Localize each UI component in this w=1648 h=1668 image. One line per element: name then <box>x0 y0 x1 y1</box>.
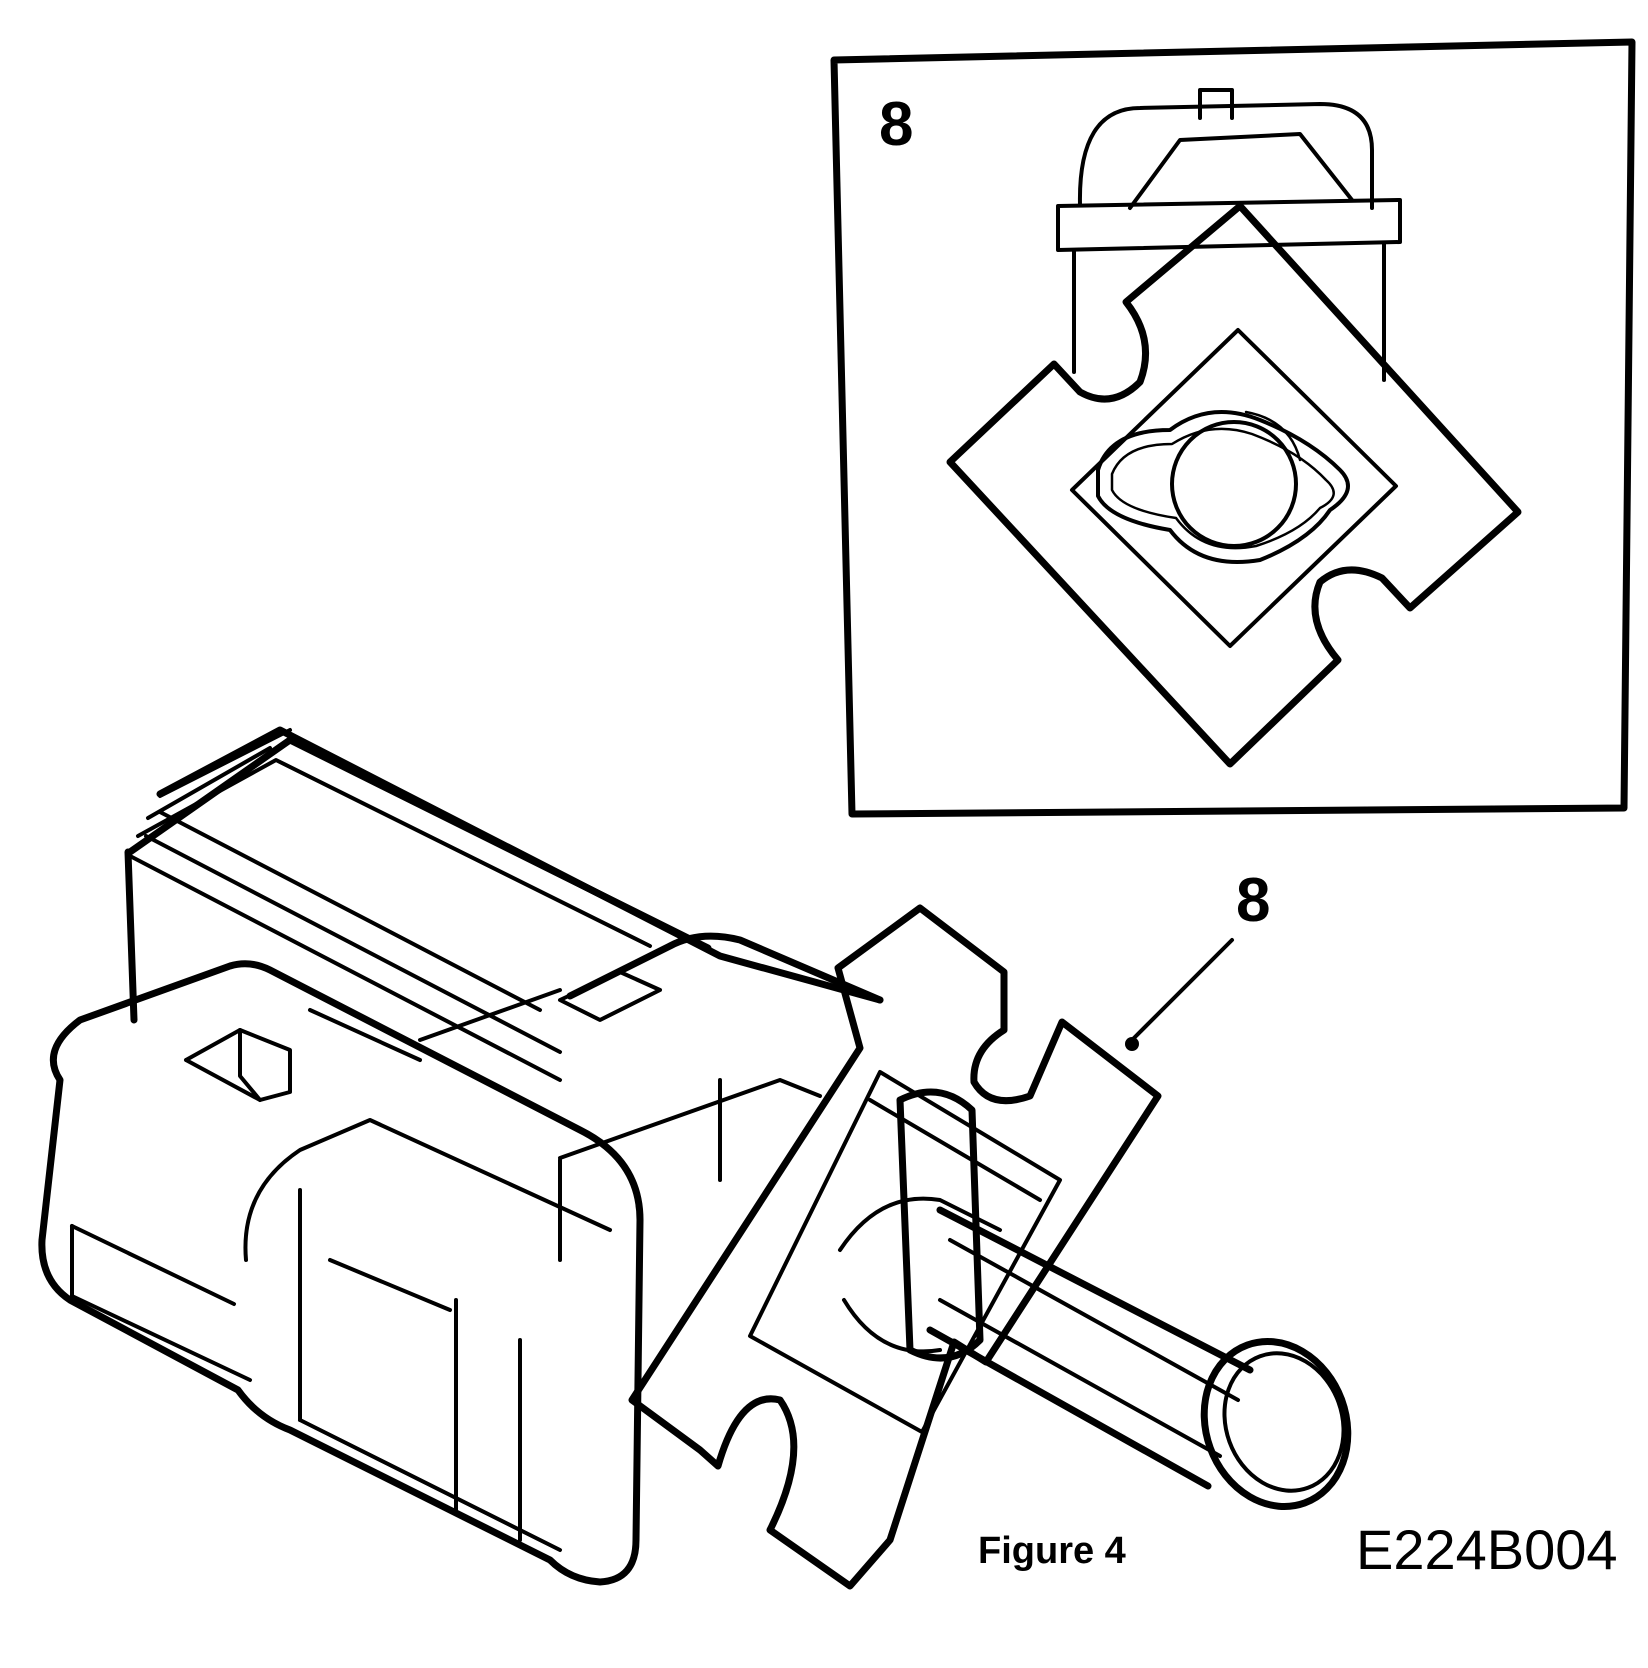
inset-switch-body <box>1056 88 1402 382</box>
inset-frame <box>0 0 1 1</box>
drawing-code: E224B004 <box>1356 1518 1618 1581</box>
inset-clip-plate <box>946 202 1522 768</box>
retaining-clip <box>628 904 1162 1590</box>
inset-callout-number: 8 <box>879 90 914 159</box>
main-assembly <box>38 726 1352 1590</box>
plunger <box>838 1088 1352 1510</box>
figure-caption: Figure 4 <box>978 1530 1126 1572</box>
main-callout-number: 8 <box>1236 866 1271 935</box>
inset-panel <box>0 0 1636 818</box>
switch-housing <box>38 726 884 1586</box>
callout-leader <box>1125 938 1234 1051</box>
